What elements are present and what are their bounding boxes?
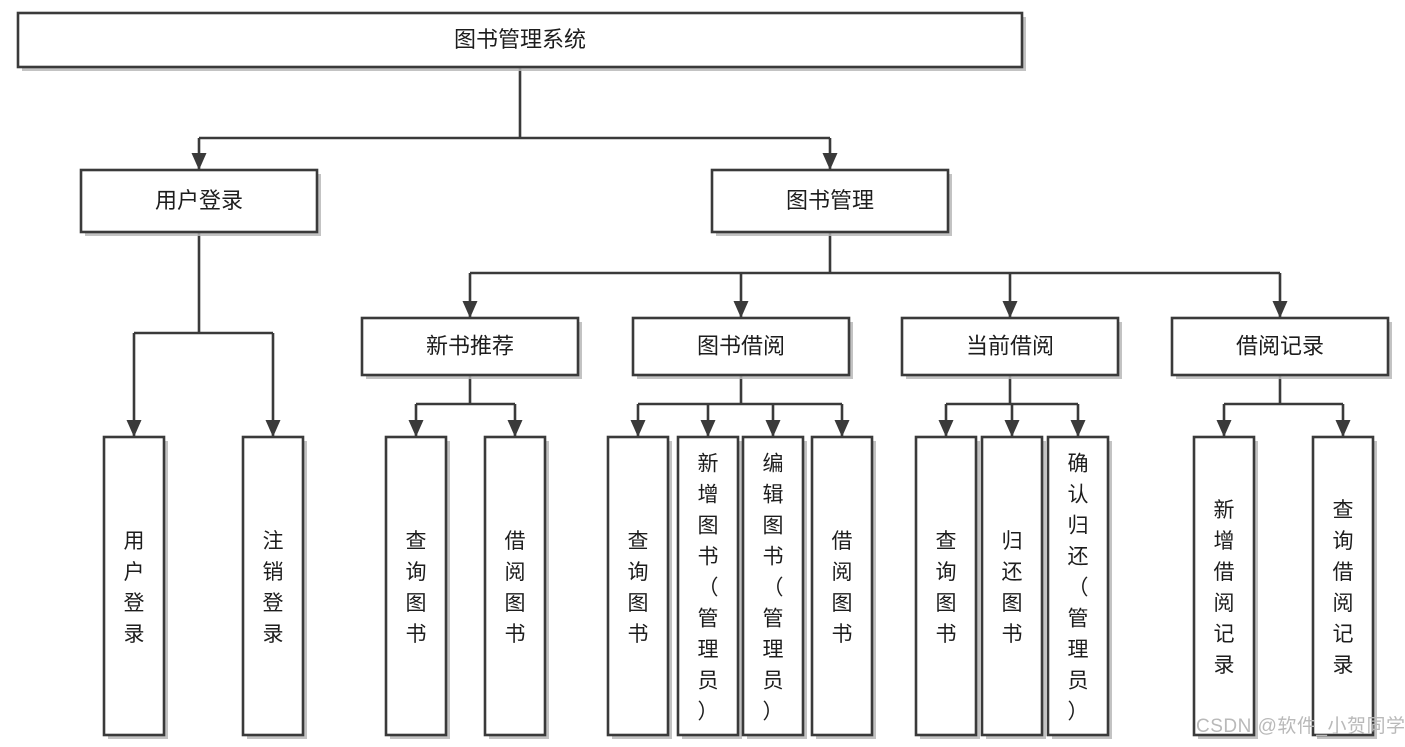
node-leaf-rec-query[interactable]: 查询图书 (384, 435, 450, 739)
node-leaf-rec-borrow[interactable]: 借阅图书 (483, 435, 549, 739)
node-label: 图书借阅 (697, 333, 785, 358)
node-box[interactable] (810, 435, 874, 737)
node-label: 当前借阅 (966, 333, 1054, 358)
node-label: 新书推荐 (426, 333, 514, 358)
node-label: 编辑图书（管理员） (763, 453, 784, 724)
node-box[interactable] (102, 435, 166, 737)
node-leaf-user-login[interactable]: 用户登录 (102, 435, 168, 739)
arrow-head-icon (1002, 301, 1018, 318)
arrow-head-icon (1335, 420, 1351, 437)
arrow-head-icon (834, 420, 850, 437)
node-box[interactable] (631, 316, 851, 377)
node-box[interactable] (384, 435, 448, 737)
node-box[interactable] (16, 11, 1024, 69)
node-box[interactable] (1192, 435, 1256, 737)
node-box[interactable] (483, 435, 547, 737)
arrow-head-icon (733, 301, 749, 318)
node-new-book-rec[interactable]: 新书推荐 (360, 316, 582, 379)
node-label: 用户登录 (124, 530, 145, 646)
connector-layer (126, 67, 1351, 437)
csdn-watermark: CSDN @软件_小贺同学 (1196, 715, 1405, 737)
arrow-head-icon (1216, 420, 1232, 437)
node-label: 查询图书 (628, 530, 649, 646)
arrow-head-icon (1070, 420, 1086, 437)
node-box[interactable] (900, 316, 1120, 377)
node-root[interactable]: 图书管理系统 (16, 11, 1026, 71)
node-current-borrow[interactable]: 当前借阅 (900, 316, 1122, 379)
node-box[interactable] (1170, 316, 1390, 377)
node-label: 图书管理系统 (454, 27, 586, 52)
node-leaf-rec-add[interactable]: 新增借阅记录 (1192, 435, 1258, 739)
arrow-head-icon (462, 301, 478, 318)
arrow-head-icon (191, 153, 207, 170)
arrow-head-icon (938, 420, 954, 437)
node-label: 借阅图书 (832, 530, 853, 646)
connector-newbookrec-to-leaves (408, 375, 523, 437)
node-label: 归还图书 (1002, 530, 1023, 646)
node-box[interactable] (710, 168, 950, 234)
node-box[interactable] (1046, 435, 1110, 737)
node-label: 注销登录 (263, 530, 284, 646)
node-label: 借阅记录 (1236, 333, 1324, 358)
node-borrow-record[interactable]: 借阅记录 (1170, 316, 1392, 379)
node-leaf-cur-query[interactable]: 查询图书 (914, 435, 980, 739)
node-box[interactable] (1311, 435, 1375, 737)
node-label: 查询借阅记录 (1333, 499, 1354, 677)
arrow-head-icon (126, 420, 142, 437)
node-box[interactable] (741, 435, 805, 737)
node-label: 确认归还（管理员） (1068, 453, 1089, 724)
node-box[interactable] (914, 435, 978, 737)
node-box[interactable] (360, 316, 580, 377)
connector-bookborrow-to-leaves (630, 375, 850, 437)
node-leaf-borrow-query[interactable]: 查询图书 (606, 435, 672, 739)
node-box[interactable] (676, 435, 740, 737)
node-book-manage[interactable]: 图书管理 (710, 168, 952, 236)
node-label: 图书管理 (786, 188, 874, 213)
node-leaf-borrow-edit[interactable]: 编辑图书（管理员） (741, 435, 807, 739)
connector-currentborrow-to-leaves (938, 375, 1086, 437)
node-leaf-cur-confirm[interactable]: 确认归还（管理员） (1046, 435, 1112, 739)
node-label: 借阅图书 (505, 530, 526, 646)
arrow-head-icon (507, 420, 523, 437)
arrow-head-icon (1272, 301, 1288, 318)
node-box[interactable] (606, 435, 670, 737)
arrow-head-icon (408, 420, 424, 437)
node-box[interactable] (241, 435, 305, 737)
node-label: 新增借阅记录 (1214, 499, 1235, 677)
node-leaf-user-logout[interactable]: 注销登录 (241, 435, 307, 739)
node-box[interactable] (980, 435, 1044, 737)
node-book-borrow[interactable]: 图书借阅 (631, 316, 853, 379)
arrow-head-icon (630, 420, 646, 437)
connector-borrowrecord-to-leaves (1216, 375, 1351, 437)
node-box[interactable] (79, 168, 319, 234)
arrow-head-icon (1004, 420, 1020, 437)
arrow-head-icon (765, 420, 781, 437)
node-leaf-borrow-add[interactable]: 新增图书（管理员） (676, 435, 742, 739)
node-leaf-cur-return[interactable]: 归还图书 (980, 435, 1046, 739)
node-label: 查询图书 (936, 530, 957, 646)
node-label: 用户登录 (155, 188, 243, 213)
node-label: 新增图书（管理员） (698, 453, 719, 724)
node-leaf-borrow-lend[interactable]: 借阅图书 (810, 435, 876, 739)
node-user-login[interactable]: 用户登录 (79, 168, 321, 236)
arrow-head-icon (822, 153, 838, 170)
node-label: 查询图书 (406, 530, 427, 646)
node-layer: 图书管理系统用户登录图书管理新书推荐图书借阅当前借阅借阅记录用户登录注销登录查询… (16, 11, 1392, 739)
arrow-head-icon (265, 420, 281, 437)
connector-bookmanage-to-level3 (462, 232, 1288, 318)
arrow-head-icon (700, 420, 716, 437)
connector-root-to-level2 (191, 67, 838, 170)
connector-userlogin-to-leaves (126, 232, 281, 437)
node-leaf-rec-search[interactable]: 查询借阅记录 (1311, 435, 1377, 739)
